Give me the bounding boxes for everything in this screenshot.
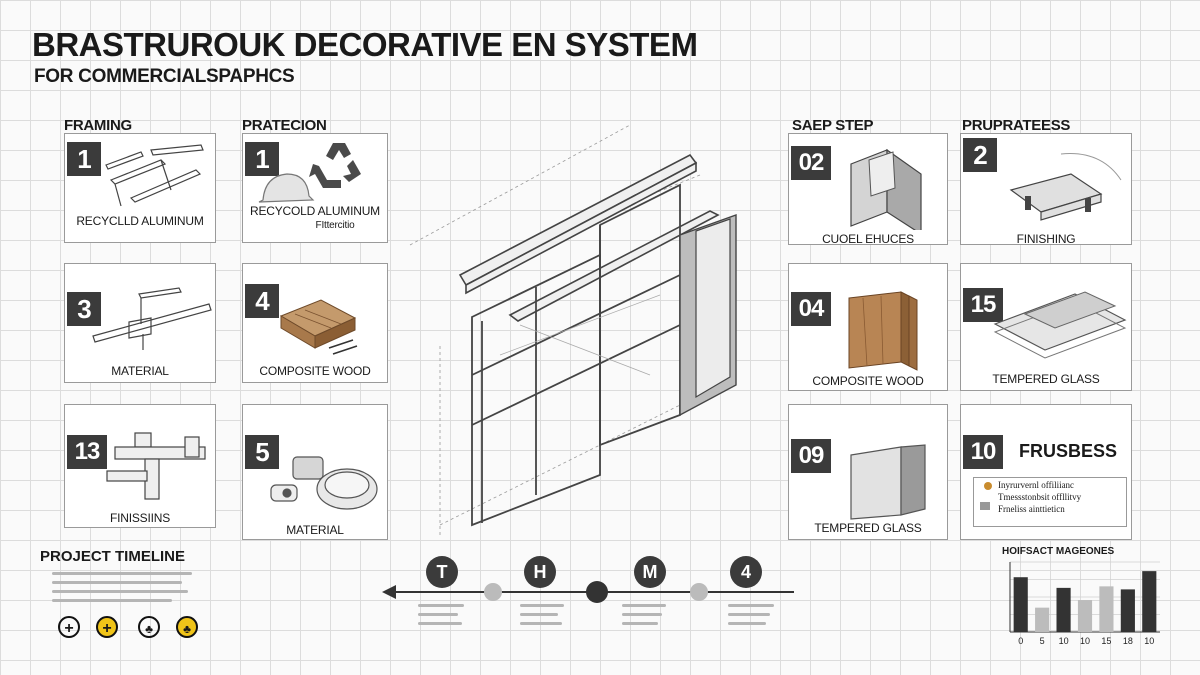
card-number-badge: 2 (963, 138, 997, 172)
card-number-badge: 02 (791, 146, 831, 180)
milestone-note (622, 604, 666, 625)
bar-chart: 0 5 10 10 15 18 10 (1009, 561, 1160, 646)
finishing-tool-illustration (1009, 153, 1122, 221)
warning-plus-icon: + (96, 616, 118, 638)
material-samples-illustration (270, 456, 378, 510)
chart-bar (1077, 600, 1093, 632)
card-caption: COMPOSITE WOOD (259, 364, 371, 378)
card-caption: CUOEL EHUCES (822, 232, 914, 246)
chart-tick-label: 10 (1080, 636, 1090, 646)
legend-line-3: Frneliss ainttieticn (998, 504, 1065, 514)
legend-line-1: Inyrurvernl offiliianc (998, 480, 1075, 490)
card-number-badge: 15 (963, 288, 1003, 322)
card-number-badge: 1 (67, 142, 101, 176)
milestone-note (418, 604, 464, 625)
card-caption: FINISHING (1016, 232, 1076, 246)
milestone-badge: T (426, 556, 458, 588)
card-number-badge: 09 (791, 439, 831, 473)
chart-tick-label: 10 (1144, 636, 1154, 646)
card-number-badge: 10 (963, 435, 1003, 469)
recycle-helmet-illustration (258, 143, 361, 203)
group-icon: ♣ (176, 616, 198, 638)
card-caption: COMPOSITE WOOD (812, 374, 924, 388)
milestone-note (728, 604, 774, 625)
chart-tick-label: 10 (1059, 636, 1069, 646)
framing-card-1[interactable]: 1 RECYCLLD ALUMINUM (64, 133, 216, 243)
glass-panels-illustration (993, 291, 1127, 359)
section-label-pratecion: PRATECION (242, 117, 327, 134)
timeline-node (484, 583, 502, 601)
chart-title: HOIFSACT MAGEONES (1002, 546, 1115, 557)
timeline-description (52, 572, 192, 602)
timeline-node-active (586, 581, 608, 603)
card-caption: TEMPERED GLASS (992, 372, 1100, 386)
legend-line-2: Tmessstonbsit offllitvy (998, 492, 1082, 502)
bracket-illustration (92, 287, 212, 350)
chart-tick-label: 18 (1123, 636, 1133, 646)
composite-wood-illustration (279, 299, 358, 355)
card-caption: TEMPERED GLASS (814, 521, 922, 535)
card-caption: FINISSIINS (109, 511, 170, 525)
chart-bar (1099, 586, 1114, 632)
milestone-badge: M (634, 556, 666, 588)
chart-bar (1120, 589, 1135, 632)
people-icon: ♣ (138, 616, 160, 638)
card-number-badge: 1 (245, 142, 279, 176)
clamp-illustration (106, 432, 206, 500)
chart-bar (1013, 577, 1028, 632)
milestone-badge: H (524, 556, 556, 588)
section-label-saep-step: SAEP STEP (792, 117, 874, 134)
timeline-node (690, 583, 708, 601)
card-number-badge: 5 (245, 435, 279, 469)
step-card-04[interactable]: 04 COMPOSITE WOOD (788, 263, 948, 391)
process-card-10[interactable]: 10 FRUSBESS Inyrurvernl offiliianc Tmess… (960, 404, 1132, 540)
card-number-badge: 3 (67, 292, 101, 326)
page-title: BRASTRUROUK DECORATIVE EN SYSTEM (32, 26, 698, 63)
process-card-15[interactable]: 15 TEMPERED GLASS (960, 263, 1132, 391)
card-number-badge: 13 (67, 435, 107, 469)
card-caption: MATERIAL (286, 523, 344, 537)
chart-tick-label: 15 (1101, 636, 1111, 646)
card-number-badge: 4 (245, 284, 279, 318)
card-subcaption: FIttercitio (315, 220, 355, 231)
chart-bar (1142, 571, 1157, 632)
protection-card-5[interactable]: 5 MATERIAL (242, 404, 388, 540)
framing-card-3[interactable]: 3 MATERIAL (64, 263, 216, 383)
protection-card-4[interactable]: 4 COMPOSITE WOOD (242, 263, 388, 383)
chart-tick-label: 0 (1018, 636, 1023, 646)
tempered-glass-illustration (850, 444, 926, 520)
wood-panels-illustration (848, 291, 918, 371)
section-label-framing: FRAMING (64, 117, 132, 134)
protection-card-1[interactable]: 1 RECYCOLD ALUMINUM FIttercitio (242, 133, 388, 243)
page-subtitle: FOR COMMERCIALSPAPHCS (34, 66, 295, 87)
card-caption: MATERIAL (111, 364, 169, 378)
chart-tick-label: 5 (1040, 636, 1045, 646)
milestone-note (520, 604, 564, 625)
card-number-badge: 04 (791, 292, 831, 326)
step-card-02[interactable]: 02 CUOEL EHUCES (788, 133, 948, 246)
step-card-09[interactable]: 09 TEMPERED GLASS (788, 404, 948, 540)
legend-swatch-icon (980, 502, 990, 510)
chart-bar (1035, 607, 1050, 632)
plus-circle-icon: + (58, 616, 80, 638)
section-label-pruprateess: PRUPRATEESS (962, 117, 1071, 134)
card-heading: FRUSBESS (1019, 441, 1118, 461)
chart-bar (1056, 587, 1071, 632)
legend-box: Inyrurvernl offiliianc Tmessstonbsit off… (973, 477, 1127, 527)
timeline-title: PROJECT TIMELINE (40, 548, 186, 565)
corner-profile-illustration (850, 148, 922, 230)
aluminum-frame-illustration (105, 144, 204, 207)
legend-dot-icon (984, 482, 992, 490)
card-caption: RECYCLLD ALUMINUM (76, 214, 204, 228)
process-card-2[interactable]: 2 FINISHING (960, 133, 1132, 246)
framing-card-13[interactable]: 13 FINISSIINS (64, 404, 216, 528)
card-caption: RECYCOLD ALUMINUM (250, 204, 380, 218)
isometric-frame-drawing (409, 124, 737, 535)
milestone-badge: 4 (730, 556, 762, 588)
